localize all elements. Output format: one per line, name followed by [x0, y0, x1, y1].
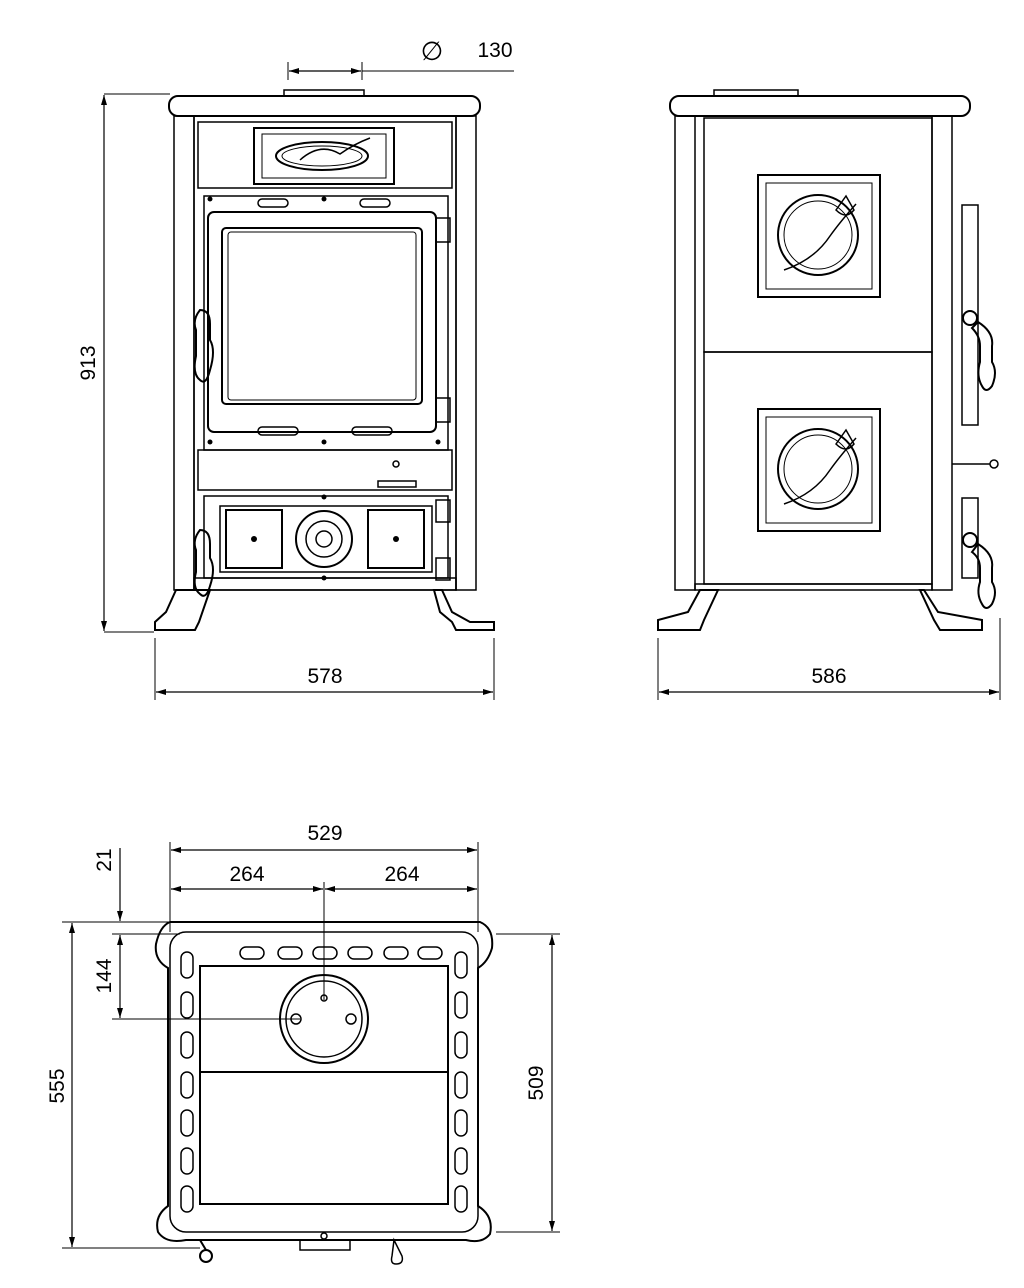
- top-offset-label: 21: [93, 848, 116, 871]
- flue-diameter-label: 130: [477, 39, 512, 62]
- height-label: 913: [77, 345, 100, 380]
- front-view: [154, 89, 495, 631]
- front-view-dimensions: 913 578 ∅ 130: [77, 36, 514, 700]
- left-half-label: 264: [229, 863, 264, 886]
- diameter-symbol: ∅: [421, 36, 444, 66]
- depth-total-label: 555: [46, 1068, 69, 1103]
- top-view-dimensions: 529 264 264 21 144 555 509: [46, 822, 560, 1249]
- side-view: [657, 89, 999, 631]
- side-view-dimensions: 586: [657, 618, 1001, 700]
- right-half-label: 264: [384, 863, 419, 886]
- depth-body-label: 509: [525, 1065, 548, 1100]
- flue-offset-label: 144: [93, 958, 116, 993]
- side-width-label: 586: [811, 665, 846, 688]
- front-width-label: 578: [307, 665, 342, 688]
- total-width-label: 529: [307, 822, 342, 845]
